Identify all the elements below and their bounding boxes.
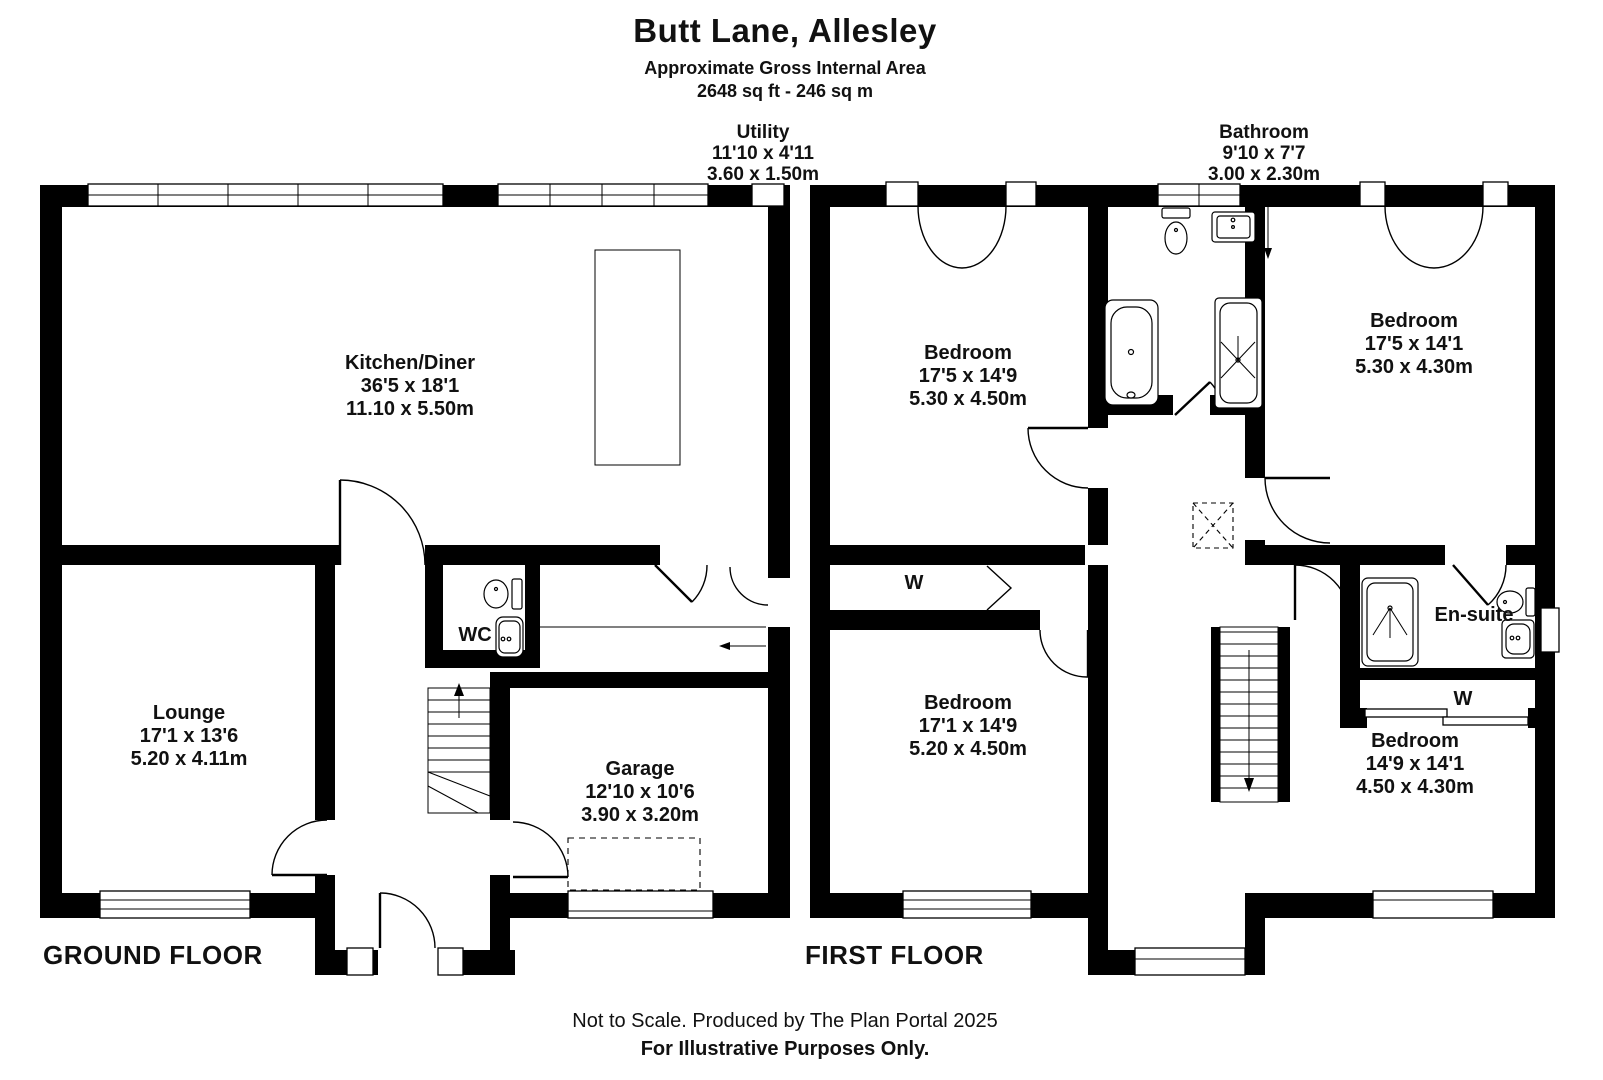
first-windows: [885, 181, 1560, 976]
bathroom-name: Bathroom: [1219, 122, 1309, 143]
room-metric: 5.30 x 4.50m: [909, 388, 1027, 410]
bathroom-leader-arrow: [1264, 192, 1272, 259]
footer-line1: Not to Scale. Produced by The Plan Porta…: [572, 1010, 998, 1032]
ground-walls: [40, 185, 790, 975]
page-area: 2648 sq ft - 246 sq m: [696, 81, 874, 101]
ground-windows: [87, 183, 785, 976]
toilet-icon: [483, 578, 523, 610]
ensuite-toilet-icon: [1496, 587, 1536, 617]
first-floor-plan: [800, 180, 1570, 980]
bedroom-bottom-left-label: Bedroom 17'1 x 14'9 5.20 x 4.50m: [868, 692, 1068, 761]
ensuite-shower-icon: [1361, 577, 1419, 667]
ensuite-sink-icon: [1501, 619, 1535, 659]
porch-window-left: [346, 947, 374, 976]
room-imperial: 17'5 x 14'1: [1364, 333, 1464, 355]
sliding-door: [1364, 708, 1448, 718]
room-imperial: 17'1 x 13'6: [139, 725, 239, 747]
first-floor-caption: FIRST FLOOR: [805, 940, 984, 970]
wc-label: WC: [458, 624, 492, 646]
room-metric: 5.20 x 4.11m: [130, 748, 248, 770]
room-imperial: 36'5 x 18'1: [360, 375, 460, 397]
bathroom-metric: 3.00 x 2.30m: [1208, 164, 1320, 185]
room-metric: 5.30 x 4.30m: [1355, 356, 1473, 378]
room-name: Lounge: [152, 702, 226, 724]
ground-floor-svg: [40, 183, 790, 976]
utility-imperial: 11'10 x 4'11: [711, 143, 815, 164]
first-floor-svg: [810, 181, 1560, 976]
bedroom-bottom-right-label: Bedroom 14'9 x 14'1 4.50 x 4.30m: [1315, 730, 1515, 799]
room-imperial: 14'9 x 14'1: [1365, 753, 1465, 775]
toilet-icon: [1161, 207, 1191, 255]
ensuite-window: [1540, 607, 1560, 653]
sink-icon: [1211, 211, 1256, 243]
room-name: Kitchen/Diner: [344, 352, 476, 374]
room-metric: 3.90 x 3.20m: [581, 804, 699, 826]
room-metric: 4.50 x 4.30m: [1356, 776, 1474, 798]
stairs-down-icon: [1219, 626, 1279, 803]
bifold-door: [986, 565, 1013, 611]
sliding-door: [1442, 716, 1529, 726]
bedroom-top-left-label: Bedroom 17'5 x 14'9 5.30 x 4.50m: [868, 342, 1068, 411]
garage-dashed-area: [567, 837, 701, 891]
room-name: Bedroom: [1370, 310, 1458, 332]
lounge-label: Lounge 17'1 x 13'6 5.20 x 4.11m: [89, 702, 289, 771]
room-name: Bedroom: [1371, 730, 1459, 752]
room-imperial: 17'5 x 14'9: [918, 365, 1018, 387]
wardrobe-right-label: W: [1453, 688, 1473, 710]
ensuite-label: En-suite: [1434, 604, 1514, 626]
skylight: [1192, 502, 1234, 549]
bathroom-imperial: 9'10 x 7'7: [1222, 143, 1306, 164]
lounge-window: [99, 890, 251, 919]
utility-callout: Utility 11'10 x 4'11 3.60 x 1.50m: [663, 122, 863, 185]
ground-floor-caption: GROUND FLOOR: [43, 940, 263, 970]
ground-floor-plan: [30, 180, 800, 980]
sink-icon: [495, 616, 524, 658]
bathroom-callout: Bathroom 9'10 x 7'7 3.00 x 2.30m: [1164, 122, 1364, 185]
utility-name: Utility: [736, 122, 790, 143]
utility-counter: [540, 626, 766, 650]
utility-metric: 3.60 x 1.50m: [707, 164, 819, 185]
garage-label: Garage 12'10 x 10'6 3.90 x 3.20m: [540, 758, 740, 827]
bedroom-top-right-label: Bedroom 17'5 x 14'1 5.30 x 4.30m: [1314, 310, 1514, 379]
page-subtitle: Approximate Gross Internal Area: [644, 58, 926, 78]
room-metric: 11.10 x 5.50m: [346, 398, 474, 420]
footer-line2: For Illustrative Purposes Only.: [640, 1038, 930, 1060]
room-name: Bedroom: [924, 342, 1012, 364]
wardrobe-left-label: W: [904, 572, 924, 594]
kitchen-island: [594, 249, 681, 466]
kitchen-diner-label: Kitchen/Diner 36'5 x 18'1 11.10 x 5.50m: [310, 352, 510, 421]
shower-icon: [1214, 297, 1263, 409]
stairs-up-icon: [427, 683, 491, 814]
first-doors: [986, 381, 1529, 726]
room-imperial: 17'1 x 14'9: [918, 715, 1018, 737]
ground-doors: [271, 479, 769, 949]
page-title: Butt Lane, Allesley: [633, 12, 937, 49]
room-metric: 5.20 x 4.50m: [909, 738, 1027, 760]
room-name: Garage: [605, 758, 675, 780]
bath-icon: [1104, 299, 1159, 406]
garage-door: [567, 890, 714, 919]
porch-window-right: [437, 947, 464, 976]
room-name: Bedroom: [924, 692, 1012, 714]
room-imperial: 12'10 x 10'6: [585, 781, 695, 803]
